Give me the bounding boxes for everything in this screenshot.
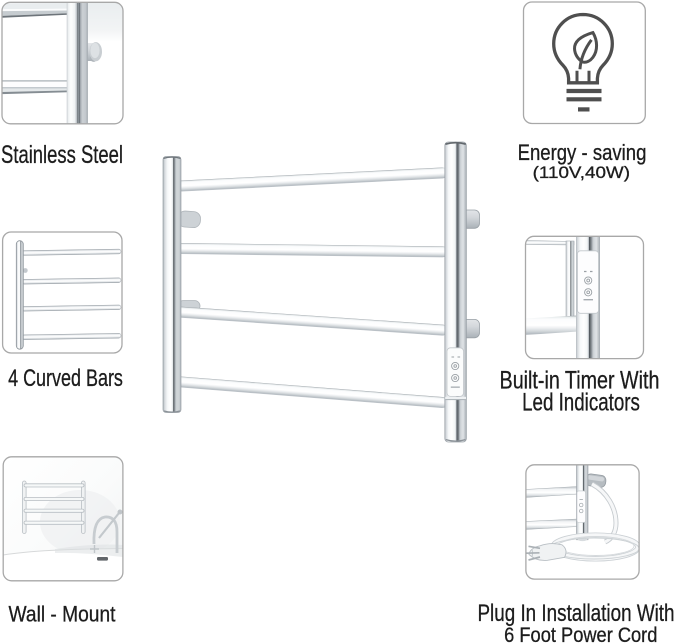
svg-text:4 Curved Bars: 4 Curved Bars [8,364,123,391]
svg-text:6 Foot Power Cord: 6 Foot Power Cord [504,624,657,643]
svg-text:Energy - saving: Energy - saving [518,140,647,165]
svg-text:Plug In Installation With: Plug In Installation With [477,599,674,627]
svg-text:Built-in Timer With: Built-in Timer With [500,366,660,394]
svg-text:Wall - Mount: Wall - Mount [9,602,116,627]
svg-text:Stainless Steel: Stainless Steel [1,141,123,169]
svg-text:Led Indicators: Led Indicators [522,388,640,416]
svg-text:(110V,40W): (110V,40W) [533,163,630,182]
